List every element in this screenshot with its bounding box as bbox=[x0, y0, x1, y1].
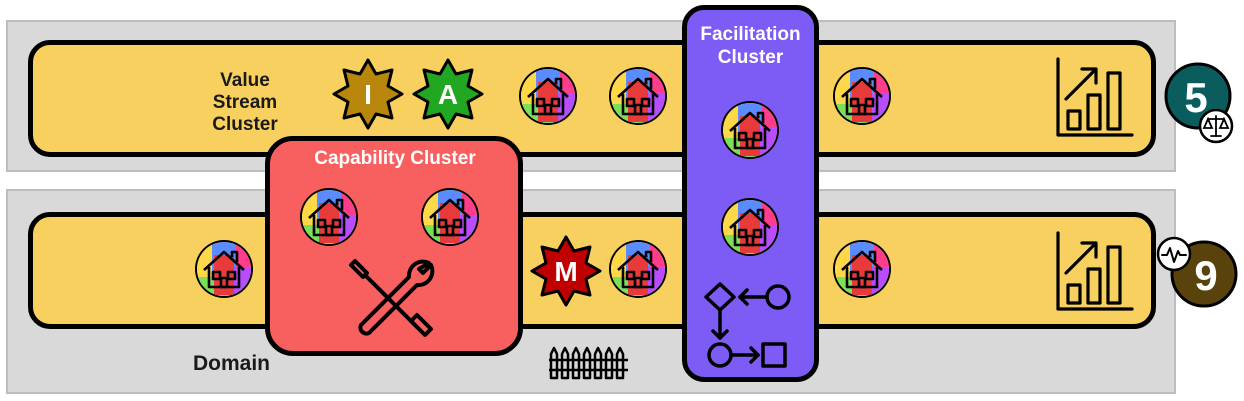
badge-number-five: 5 bbox=[1184, 74, 1207, 121]
team-house-icon bbox=[718, 195, 782, 259]
badge-nine: 9 bbox=[1156, 236, 1238, 308]
tools-icon bbox=[349, 259, 435, 337]
team-house-icon bbox=[606, 237, 670, 301]
team-house-icon bbox=[297, 185, 361, 249]
team-house-icon bbox=[516, 64, 580, 128]
scales-icon bbox=[1202, 115, 1230, 137]
team-house-icon bbox=[718, 98, 782, 162]
team-house-icon bbox=[830, 237, 894, 301]
facilitation-cluster bbox=[682, 5, 819, 382]
value-stream-label-line2: Cluster bbox=[212, 113, 278, 135]
badge-five: 5 bbox=[1164, 62, 1234, 144]
star-badge-i: I bbox=[332, 58, 404, 130]
value-stream-cluster-label: Value Stream Cluster bbox=[195, 70, 295, 136]
value-stream-label-line1: Value Stream bbox=[212, 70, 278, 113]
team-house-icon bbox=[418, 185, 482, 249]
facilitation-label-line1: Facilitation bbox=[700, 24, 801, 45]
star-letter-m: M bbox=[554, 256, 577, 287]
flow-shapes-icon bbox=[704, 282, 791, 368]
facilitation-cluster-title: Facilitation Cluster bbox=[684, 24, 817, 70]
chart-growth-icon bbox=[1054, 56, 1134, 138]
star-badge-m: M bbox=[530, 235, 602, 307]
heartbeat-icon bbox=[1161, 247, 1187, 263]
team-house-icon bbox=[830, 64, 894, 128]
facilitation-label-line2: Cluster bbox=[717, 46, 784, 68]
domain-label: Domain bbox=[193, 352, 271, 375]
fence-icon bbox=[549, 346, 628, 380]
capability-cluster bbox=[265, 136, 523, 356]
chart-growth-icon bbox=[1054, 230, 1134, 312]
badge-number-nine: 9 bbox=[1194, 252, 1217, 299]
value-stream-lane-top bbox=[28, 40, 1156, 157]
capability-cluster-title: Capability Cluster bbox=[314, 148, 476, 169]
star-letter-a: A bbox=[438, 79, 458, 110]
star-letter-i: I bbox=[364, 79, 372, 110]
team-house-icon bbox=[606, 64, 670, 128]
team-house-icon bbox=[192, 237, 256, 301]
star-badge-a: A bbox=[412, 58, 484, 130]
